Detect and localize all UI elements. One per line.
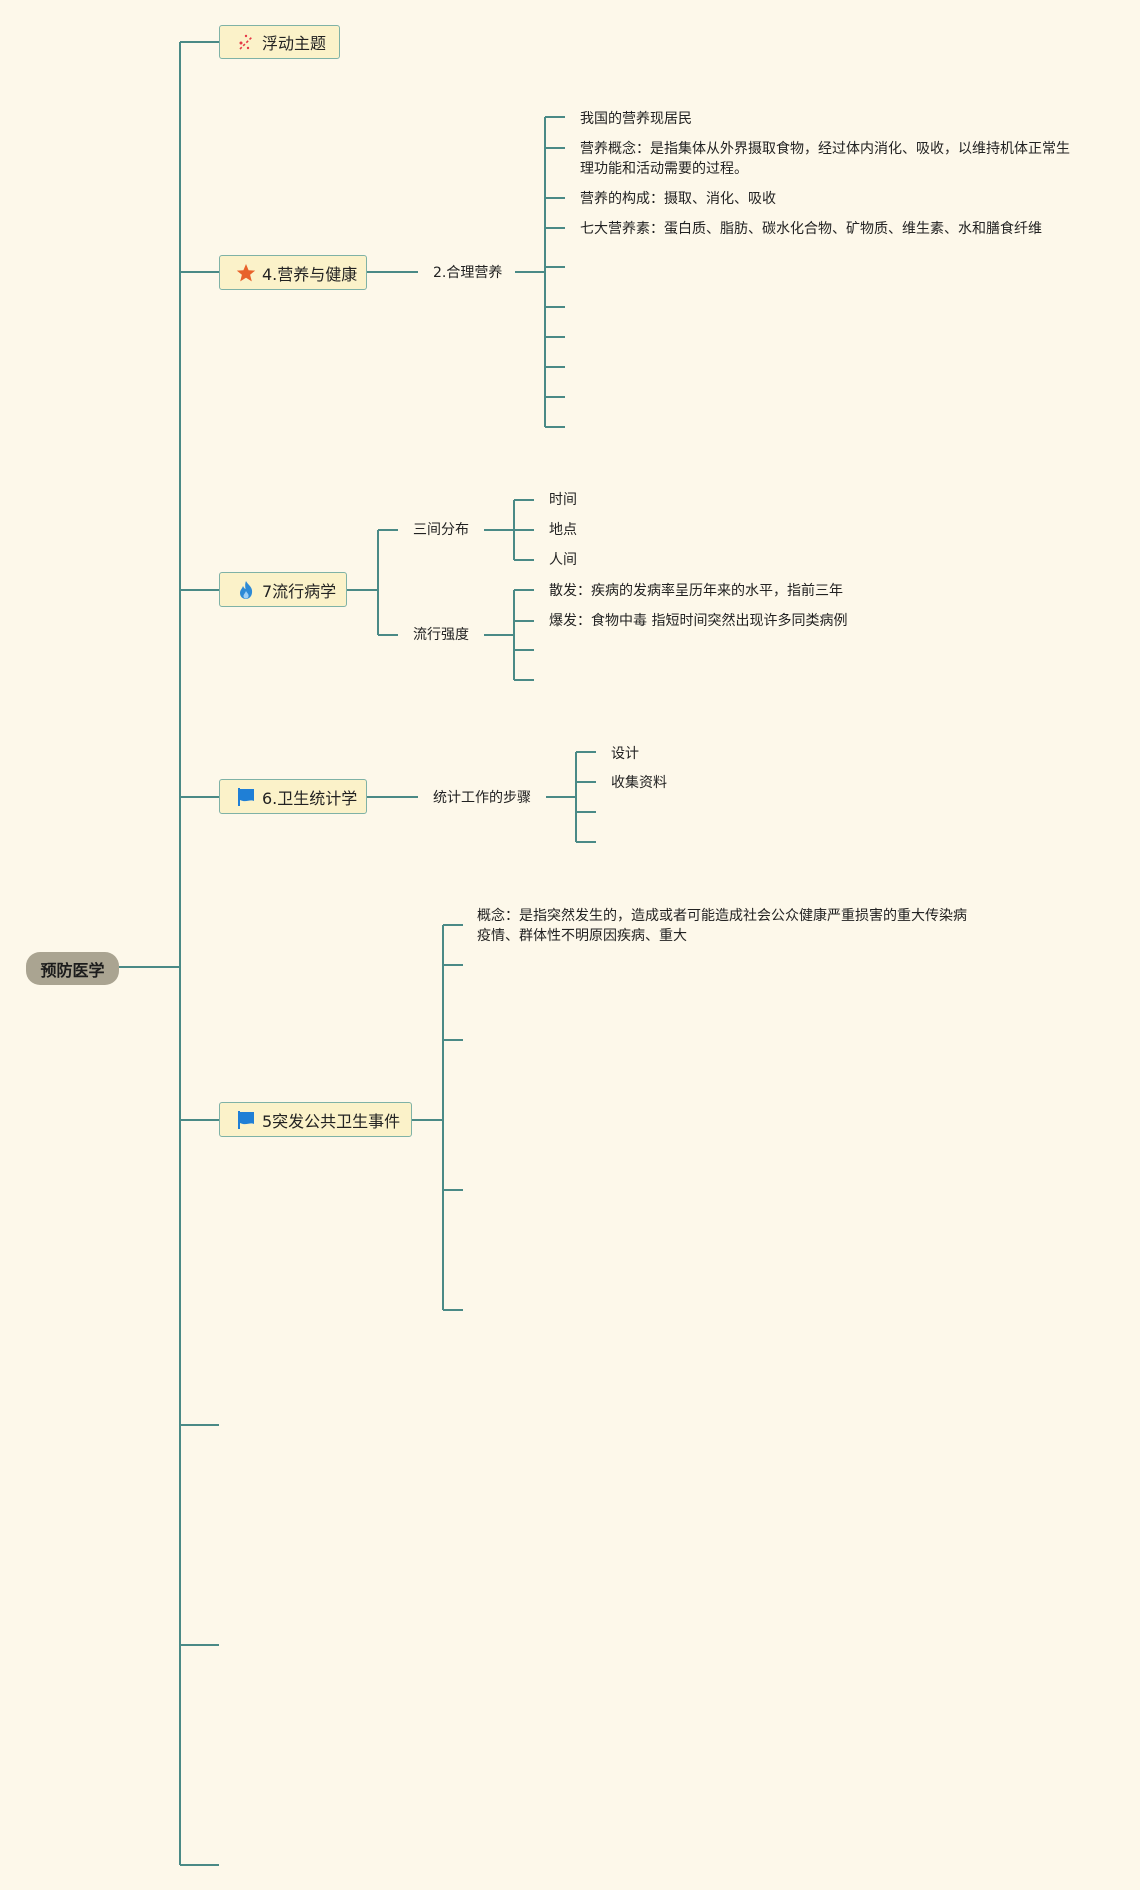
intensity-item[interactable]: 爆发：食物中毒 指短时间突然出现许多同类病例 (549, 613, 848, 629)
distribution-item[interactable]: 时间 (549, 492, 577, 508)
distribution-item[interactable]: 地点 (549, 522, 577, 538)
star-icon (236, 263, 256, 283)
statistics-item[interactable]: 收集资料 (611, 775, 667, 791)
topic-nutrition[interactable]: 4.营养与健康 (219, 255, 367, 290)
nutrition-item[interactable]: 我国的营养现居民 (580, 111, 692, 127)
root-label: 预防医学 (40, 960, 105, 980)
statistics-item[interactable]: 设计 (611, 746, 639, 762)
topic-floating-label: 浮动主题 (262, 34, 327, 53)
flame-icon (236, 580, 256, 600)
wand-icon (236, 32, 256, 52)
nutrition-item[interactable]: 营养概念：是指集体从外界摄取食物，经过体内消化、吸收，以维持机体正常生理功能和活… (580, 141, 1070, 177)
nutrition-item[interactable]: 七大营养素：蛋白质、脂肪、碳水化合物、矿物质、维生素、水和膳食纤维 (580, 221, 1042, 237)
distribution-item[interactable]: 人间 (549, 552, 577, 568)
topic-statistics[interactable]: 6.卫生统计学 (219, 779, 367, 814)
emergency-item[interactable]: 概念：是指突然发生的，造成或者可能造成社会公众健康严重损害的重大传染病疫情、群体… (477, 908, 967, 944)
topic-emergency-label: 5突发公共卫生事件 (262, 1111, 401, 1131)
flag-icon (236, 787, 256, 807)
root-node[interactable]: 预防医学 (26, 952, 119, 985)
epidemiology-intensity[interactable]: 流行强度 (413, 627, 469, 643)
flag-icon (236, 1110, 256, 1130)
nutrition-item[interactable]: 营养的构成：摄取、消化、吸收 (580, 191, 776, 207)
topic-floating[interactable]: 浮动主题 (219, 25, 340, 59)
epidemiology-distribution[interactable]: 三间分布 (413, 522, 469, 538)
nutrition-subtopic[interactable]: 2.合理营养 (433, 265, 503, 281)
statistics-subtopic[interactable]: 统计工作的步骤 (433, 790, 531, 806)
topic-emergency[interactable]: 5突发公共卫生事件 (219, 1102, 412, 1137)
topic-epidemiology[interactable]: 7流行病学 (219, 572, 347, 607)
topic-statistics-label: 6.卫生统计学 (262, 788, 358, 808)
topic-epidemiology-label: 7流行病学 (262, 581, 337, 601)
topic-nutrition-label: 4.营养与健康 (262, 264, 358, 284)
intensity-item[interactable]: 散发：疾病的发病率呈历年来的水平，指前三年 (549, 583, 843, 599)
